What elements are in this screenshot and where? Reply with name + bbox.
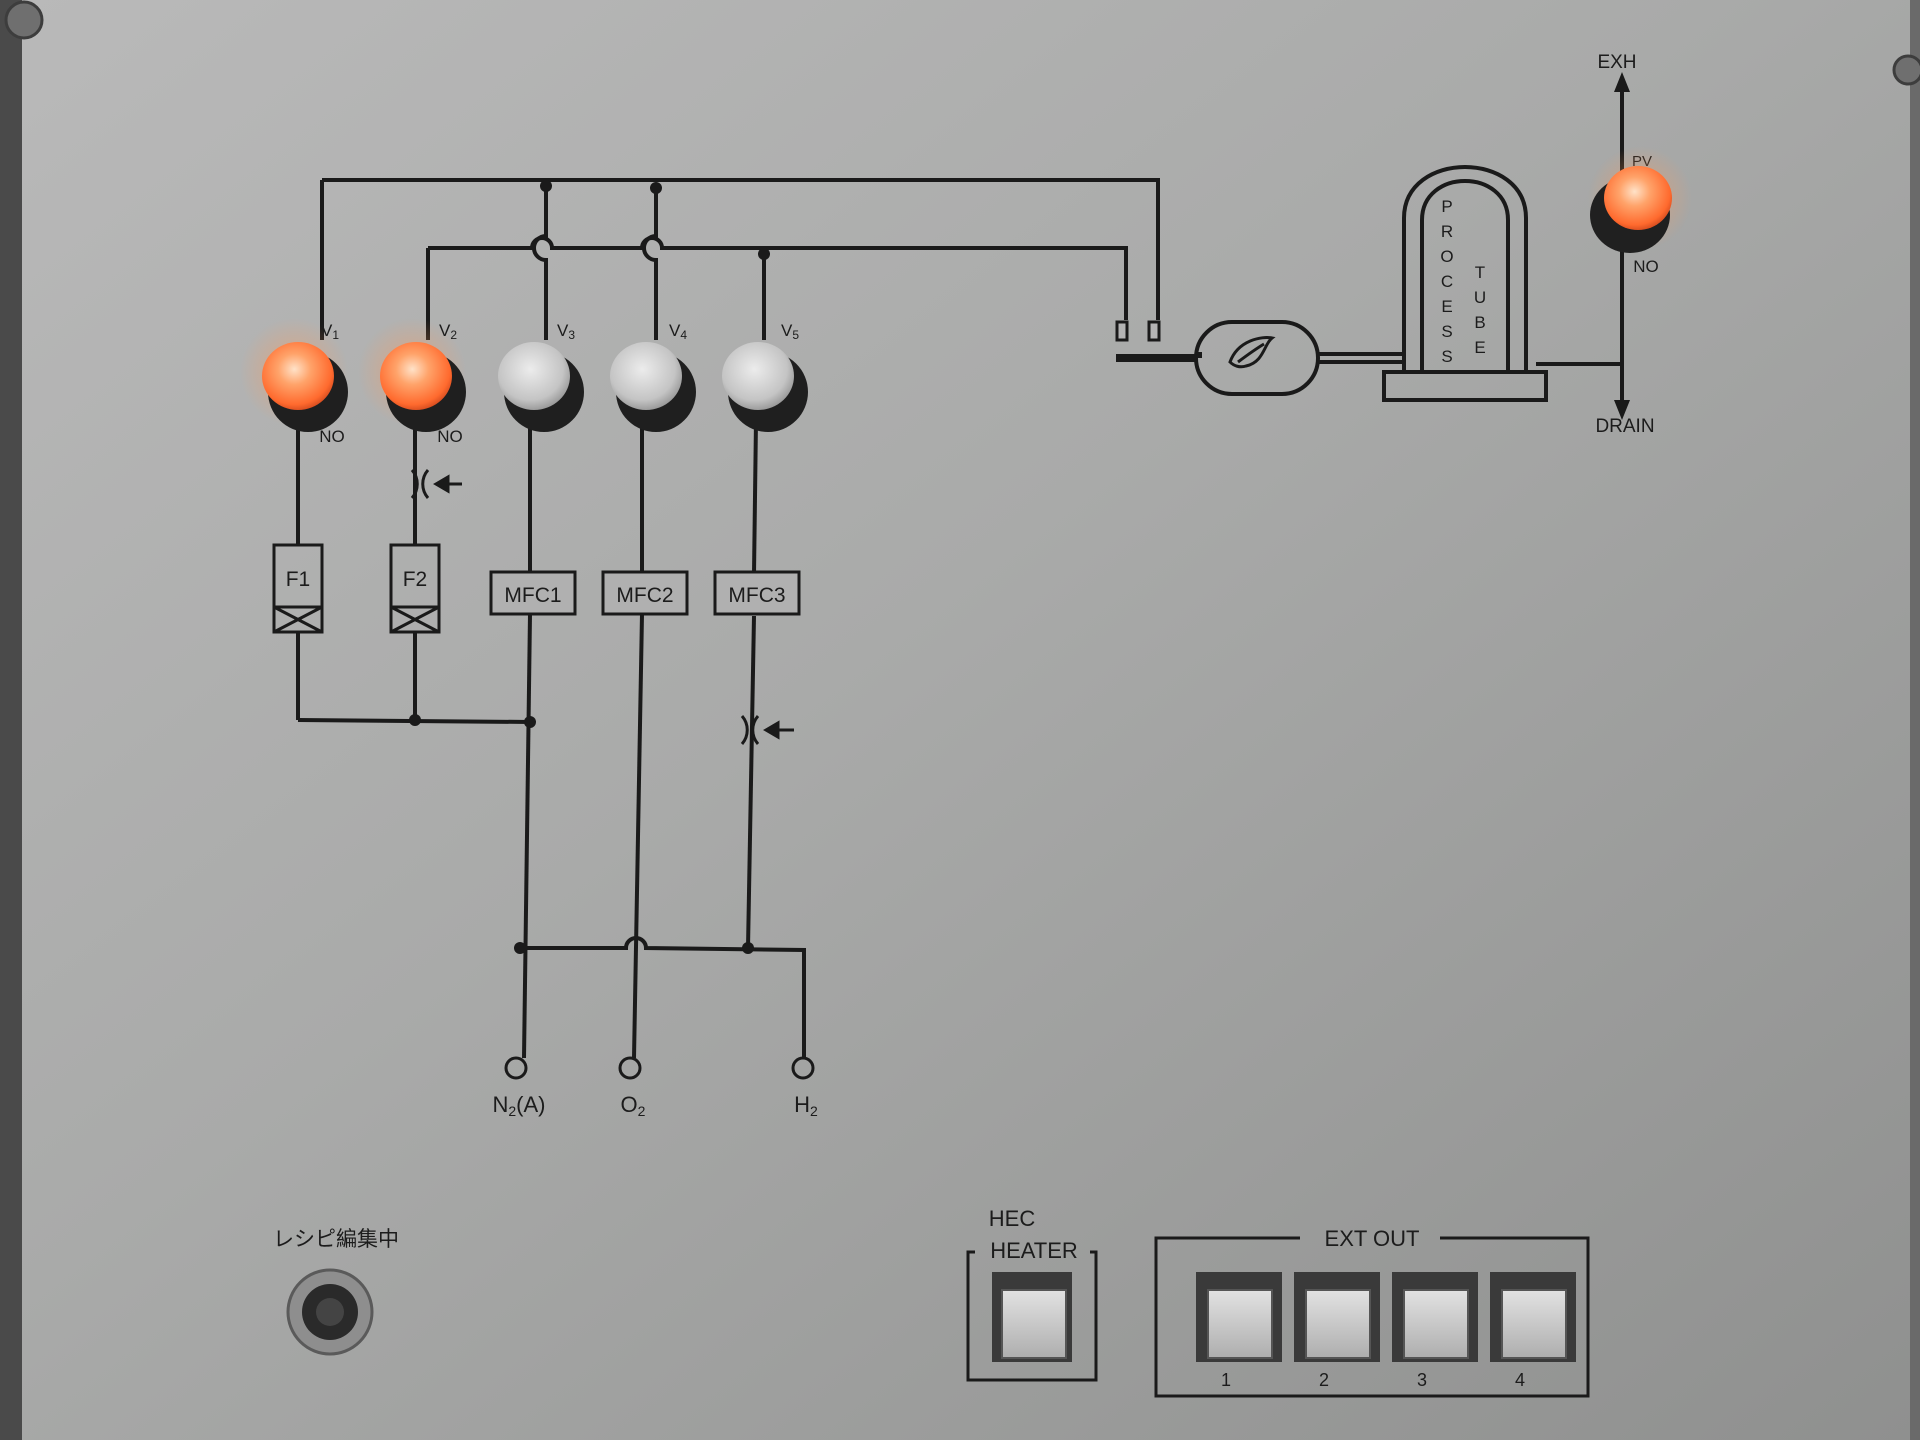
exh-arrow-icon xyxy=(1614,72,1630,92)
ext-out-button-1[interactable] xyxy=(1196,1272,1282,1362)
flow-restrictor-mfc3 xyxy=(740,715,794,745)
mfc-1: MFC1 xyxy=(489,570,577,616)
mfc-label: MFC3 xyxy=(728,584,785,607)
filter-label: F2 xyxy=(403,568,428,591)
ext-out-button-2[interactable] xyxy=(1294,1272,1380,1362)
valve-state-v1: NO xyxy=(319,427,345,446)
mfc-3: MFC3 xyxy=(713,570,801,616)
recipe-indicator-lamp xyxy=(286,1268,374,1356)
valve-lamp-v2[interactable] xyxy=(358,318,466,432)
mfc-label: MFC1 xyxy=(504,584,561,607)
hec-label: HEC xyxy=(989,1206,1036,1231)
torch-chamber xyxy=(1194,320,1320,396)
pipe-junctions xyxy=(409,180,770,954)
ext-out-frame xyxy=(1154,1236,1590,1398)
ext-out-number: 1 xyxy=(1221,1370,1231,1390)
ext-out-number: 2 xyxy=(1319,1370,1329,1390)
drain-arrow-icon xyxy=(1614,400,1630,420)
flame-icon xyxy=(1228,336,1276,369)
gas-inlet-o: O2 xyxy=(618,1056,646,1119)
heater-label: HEATER xyxy=(990,1238,1078,1263)
ext-out-label: EXT OUT xyxy=(1325,1226,1420,1251)
recipe-editing-label: レシピ編集中 xyxy=(273,1228,399,1251)
process-tube xyxy=(1382,165,1548,402)
flow-restrictor-v2 xyxy=(410,469,462,499)
filter-f1: F1 xyxy=(272,543,324,634)
pv-state-label: NO xyxy=(1633,257,1659,276)
pv-valve-lamp[interactable] xyxy=(1588,146,1692,253)
valve-state-v2: NO xyxy=(437,427,463,446)
ext-out-number: 3 xyxy=(1417,1370,1427,1390)
hec-heater-frame xyxy=(966,1250,1098,1382)
exh-label: EXH xyxy=(1597,52,1636,73)
panel-screw-icon xyxy=(4,0,44,40)
ext-out-button-3[interactable] xyxy=(1392,1272,1478,1362)
gas-inlet-n: N2(A) xyxy=(492,1056,546,1119)
ext-out-number: 4 xyxy=(1515,1370,1525,1390)
panel-screw-icon xyxy=(1892,54,1920,86)
filter-f2: F2 xyxy=(389,543,441,634)
valve-lamp-v3[interactable] xyxy=(498,342,584,432)
mfc-label: MFC2 xyxy=(616,584,673,607)
mfc-2: MFC2 xyxy=(601,570,689,616)
valve-lamp-v5[interactable] xyxy=(722,342,808,432)
gas-inlet-label: N2(A) xyxy=(492,1092,545,1119)
pipe-fittings xyxy=(1115,320,1161,342)
drain-label: DRAIN xyxy=(1595,416,1654,437)
valve-lamp-v4[interactable] xyxy=(610,342,696,432)
ext-out-button-4[interactable] xyxy=(1490,1272,1576,1362)
filter-label: F1 xyxy=(286,568,311,591)
valve-lamp-v1[interactable] xyxy=(240,318,348,432)
hec-heater-button[interactable] xyxy=(992,1272,1072,1362)
